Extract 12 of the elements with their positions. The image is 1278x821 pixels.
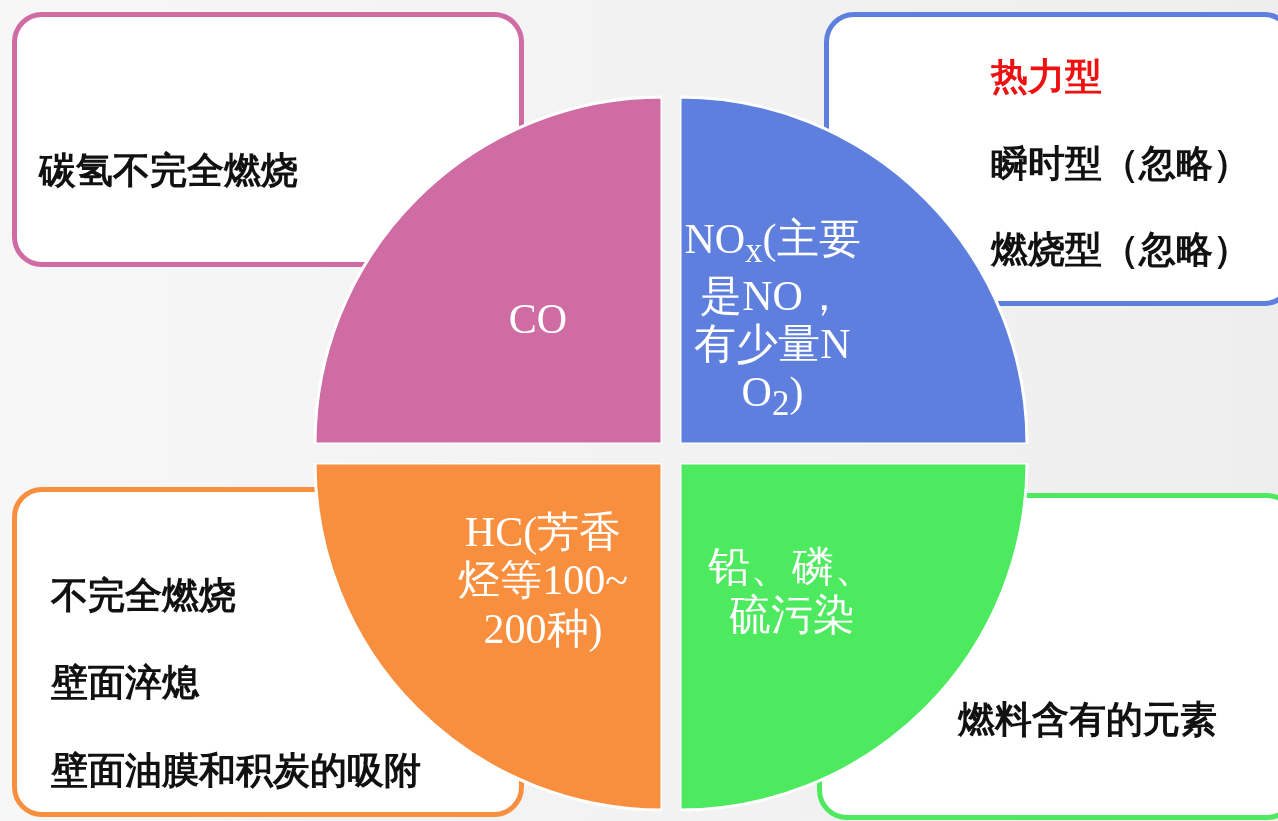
box-text: 燃烧型（忽略）: [991, 228, 1250, 273]
highlight-label: 热力型: [991, 55, 1102, 100]
box-text: 壁面淬熄: [51, 661, 199, 706]
segment-label: 铅、磷、硫污染: [707, 543, 877, 640]
box-text: 壁面油膜和积炭的吸附: [51, 749, 421, 794]
box-text: 碳氢不完全燃烧: [39, 149, 298, 194]
segment-label: CO: [507, 295, 569, 344]
box-text: 不完全燃烧: [51, 574, 236, 619]
segment-label: HC(芳香烃等100~200种): [457, 508, 629, 653]
box-text: 燃料含有的元素: [958, 698, 1217, 743]
box-text: 瞬时型（忽略）: [991, 142, 1250, 187]
segment-label: NO$_{x}$(主要是NO，有少量NO$_{2}$): [683, 215, 862, 425]
